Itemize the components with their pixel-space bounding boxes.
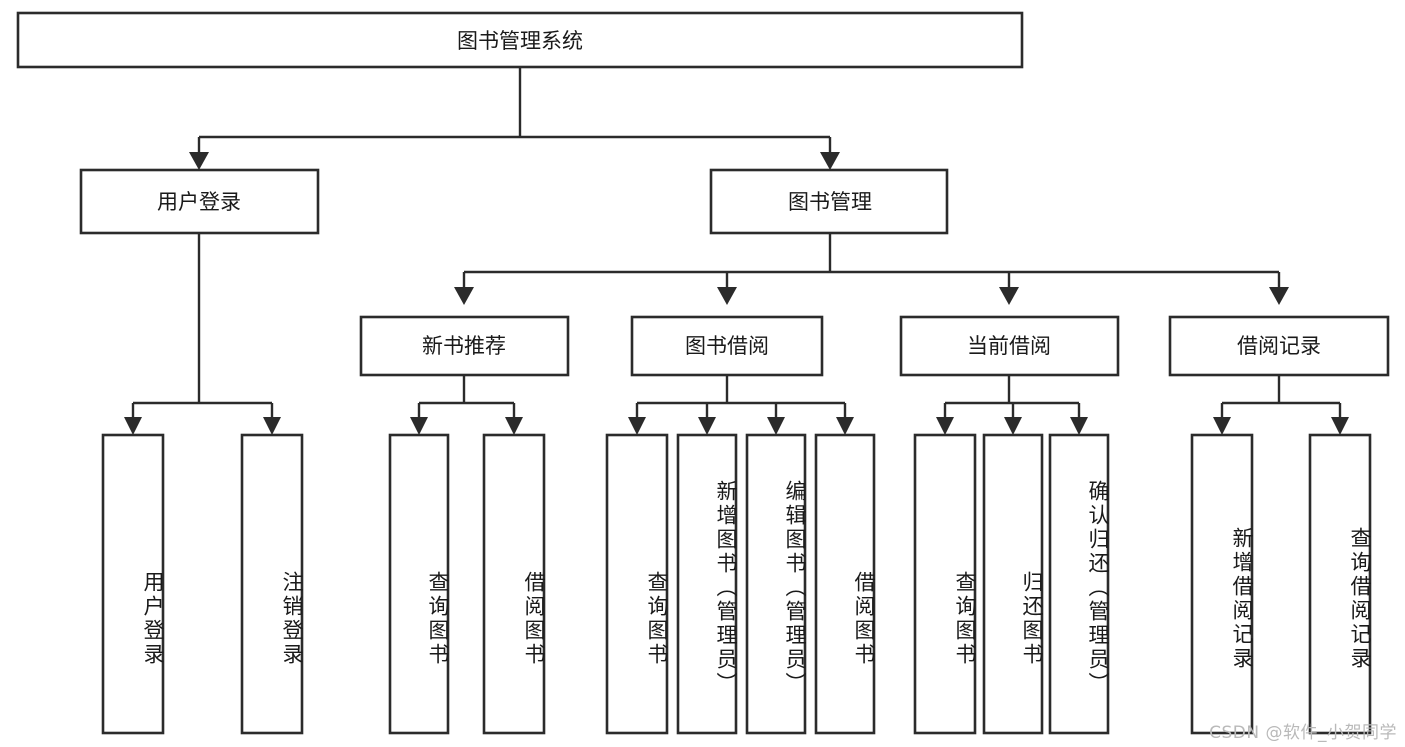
arrow-head-leaf-logout	[263, 417, 281, 435]
node-book-manage[interactable]	[709, 168, 949, 235]
node-book-manage-label: 图书管理	[788, 190, 872, 214]
arrow-head-bb-leaf-4	[836, 417, 854, 435]
node-current-borrow[interactable]	[899, 315, 1120, 377]
node-book-borrow-label: 图书借阅	[685, 334, 769, 358]
arrow-head-bb-leaf-2	[698, 417, 716, 435]
leaf-br-add-record[interactable]	[1190, 433, 1254, 735]
node-borrow-record[interactable]	[1168, 315, 1390, 377]
leaf-cb-return-book[interactable]	[982, 433, 1044, 735]
node-layer: 图书管理系统 用户登录 图书管理 新书推荐 图书借阅 当前借阅 借阅记录	[16, 11, 1390, 735]
arrow-head-current-borrow	[999, 287, 1019, 305]
leaf-bb-edit-book[interactable]	[745, 433, 807, 735]
arrow-head-bb-leaf-3	[767, 417, 785, 435]
arrow-head-book-borrow	[717, 287, 737, 305]
node-root[interactable]	[16, 11, 1024, 69]
arrow-head-book-manage	[820, 152, 840, 170]
arrow-head-leaf-user-login	[124, 417, 142, 435]
arrow-head-cb-leaf-1	[936, 417, 954, 435]
leaf-logout[interactable]	[240, 433, 304, 735]
connector-layer	[124, 67, 1349, 435]
arrow-head-user-login	[189, 152, 209, 170]
node-new-book[interactable]	[359, 315, 570, 377]
node-user-login[interactable]	[79, 168, 320, 235]
leaf-br-query-record[interactable]	[1308, 433, 1372, 735]
node-root-label: 图书管理系统	[457, 29, 583, 53]
leaf-nb-borrow-book[interactable]	[482, 433, 546, 735]
leaf-user-login[interactable]	[101, 433, 165, 735]
arrow-head-new-book	[454, 287, 474, 305]
node-new-book-label: 新书推荐	[422, 334, 506, 358]
leaf-nb-query-book[interactable]	[388, 433, 450, 735]
arrow-head-nb-leaf-2	[505, 417, 523, 435]
leaf-cb-confirm-return[interactable]	[1048, 433, 1110, 735]
leaf-cb-query-book[interactable]	[913, 433, 977, 735]
arrow-head-cb-leaf-3	[1070, 417, 1088, 435]
leaf-bb-borrow-book[interactable]	[814, 433, 876, 735]
csdn-watermark: CSDN @软件_小贺同学	[1209, 723, 1397, 743]
arrow-head-borrow-record	[1269, 287, 1289, 305]
arrow-head-nb-leaf-1	[410, 417, 428, 435]
node-borrow-record-label: 借阅记录	[1237, 334, 1321, 358]
node-book-borrow[interactable]	[630, 315, 824, 377]
node-current-borrow-label: 当前借阅	[967, 334, 1051, 358]
leaf-bb-query-book[interactable]	[605, 433, 669, 735]
arrow-head-br-leaf-2	[1331, 417, 1349, 435]
arrow-head-bb-leaf-1	[628, 417, 646, 435]
leaf-bb-add-book[interactable]	[676, 433, 738, 735]
arrow-head-br-leaf-1	[1213, 417, 1231, 435]
node-user-login-label: 用户登录	[157, 190, 241, 214]
arrow-head-cb-leaf-2	[1004, 417, 1022, 435]
